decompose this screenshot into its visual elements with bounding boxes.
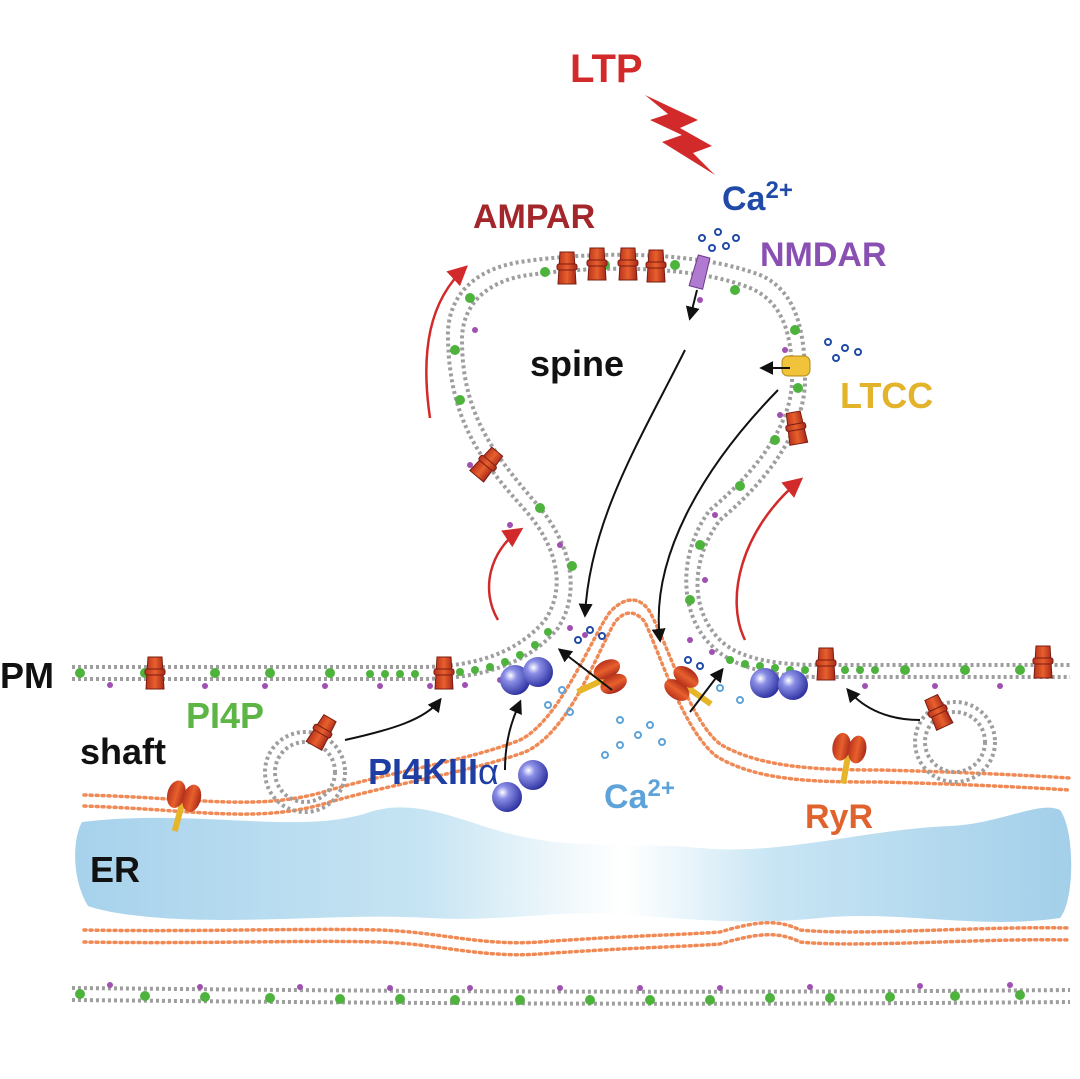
ca-bottom-base: Ca [604, 778, 649, 816]
ltcc-label: LTCC [840, 375, 933, 416]
ca-ions-top [574, 228, 862, 670]
ampar-receptors [144, 247, 1054, 752]
ryr-label: RyR [805, 798, 873, 836]
ca-top-base: Ca [722, 180, 767, 218]
bottom-membrane [71, 986, 1071, 1006]
ca-ions-bottom [544, 684, 744, 759]
er-lumen [75, 807, 1072, 922]
er-label: ER [90, 849, 140, 890]
ca-top-superscript: 2+ [765, 177, 792, 204]
ca-bottom-label: Ca2+ [604, 775, 675, 816]
vesicle-left [263, 730, 347, 814]
vesicle-right [913, 700, 997, 784]
nmdar-channel [688, 254, 711, 290]
pi4k-label: PI4KIIIα [368, 751, 499, 792]
ampar-label: AMPAR [473, 198, 595, 236]
pi4k-label-base: PI4KIII [368, 751, 478, 792]
shaft-label: shaft [80, 731, 166, 772]
pi4k-spheres [492, 657, 808, 812]
nmdar-label: NMDAR [760, 236, 887, 274]
lightning-bolt-icon [645, 95, 715, 175]
pi4k-label-greek: α [478, 751, 499, 792]
pi4p-lipids [75, 260, 1025, 1005]
pm-label: PM [0, 655, 54, 696]
black-arrows [344, 289, 921, 771]
ltcc-channel [781, 355, 811, 377]
ca-bottom-superscript: 2+ [647, 775, 674, 802]
spine-label: spine [530, 343, 624, 384]
plasma-membrane [72, 252, 1070, 681]
red-arrows [425, 265, 804, 641]
ltp-label: LTP [570, 47, 643, 91]
pi4p-label: PI4P [186, 695, 264, 736]
ca-top-label: Ca2+ [722, 177, 793, 218]
